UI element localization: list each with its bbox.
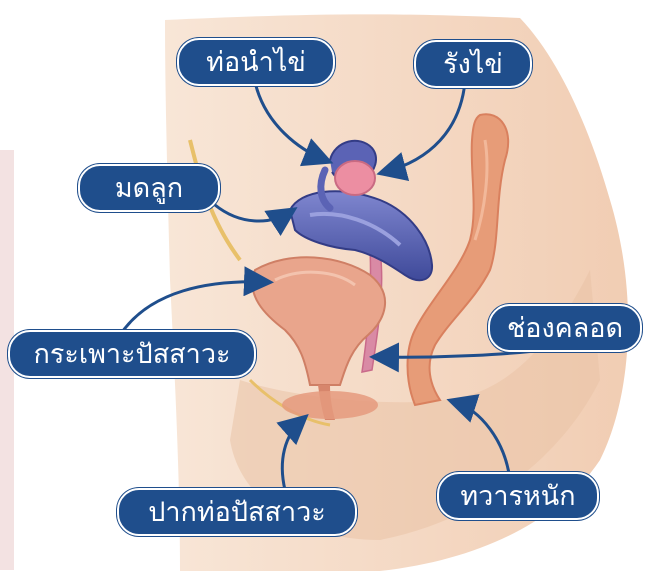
- label-anus: ทวารหนัก: [437, 472, 599, 520]
- label-ovary: รังไข่: [414, 40, 532, 88]
- label-bladder: กระเพาะปัสสาวะ: [8, 330, 256, 378]
- ovary-shape: [335, 161, 375, 195]
- label-vagina: ช่องคลอด: [488, 304, 642, 352]
- label-fallopian-tube: ท่อนำไข่: [177, 38, 335, 86]
- label-uterus: มดลูก: [78, 164, 220, 212]
- urethra-opening: [282, 391, 378, 419]
- label-urethra: ปากท่อปัสสาวะ: [117, 488, 357, 536]
